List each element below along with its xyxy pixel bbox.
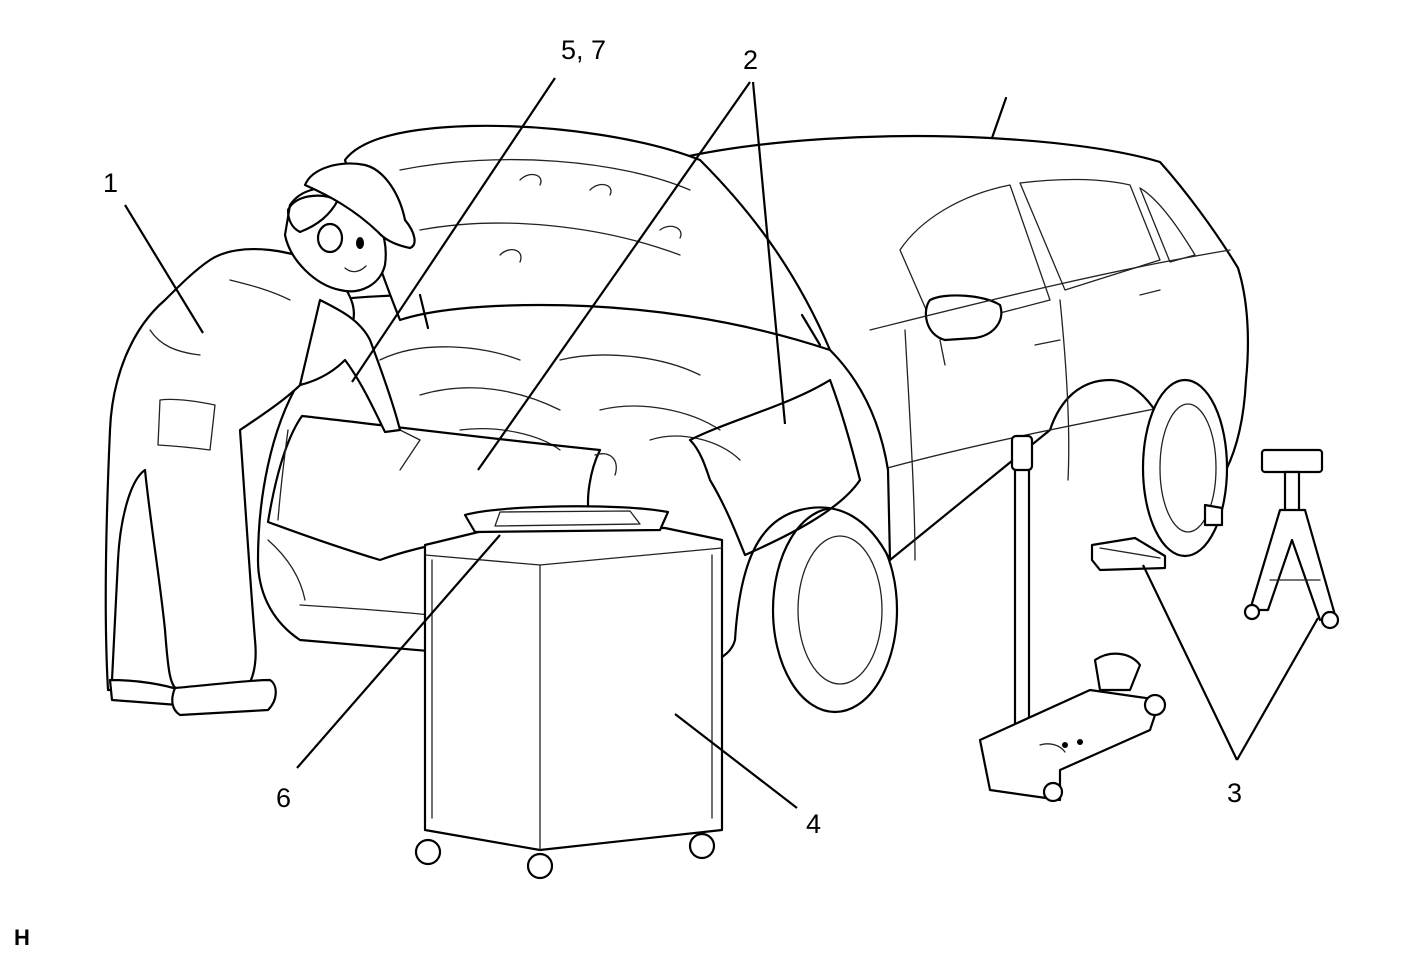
floor-jack-icon	[978, 434, 1167, 803]
callout-4: 4	[806, 809, 821, 839]
leader-2b	[751, 81, 787, 425]
corner-label: H	[14, 925, 30, 950]
leader-4	[674, 713, 798, 809]
leader-1	[124, 204, 204, 334]
callout-57: 5, 7	[561, 35, 606, 65]
wheel-chock-icon	[1090, 503, 1224, 572]
callout-3: 3	[1227, 778, 1242, 808]
leader-2a	[477, 81, 751, 471]
callout-6: 6	[276, 783, 291, 813]
callout-1: 1	[103, 168, 118, 198]
leader-57	[351, 77, 556, 383]
leader-3b	[1236, 617, 1319, 761]
callout-2: 2	[743, 45, 758, 75]
vehicle-icon	[256, 96, 1249, 714]
mechanic-figure-icon	[104, 162, 416, 717]
front-wheel-icon	[771, 506, 899, 714]
drain-cart-icon	[414, 505, 724, 880]
jack-stand-icon	[1243, 448, 1340, 630]
leader-3a	[1142, 564, 1238, 761]
leader-lines	[124, 77, 1319, 809]
leader-6	[296, 534, 501, 769]
rear-wheel-icon	[1141, 378, 1229, 558]
